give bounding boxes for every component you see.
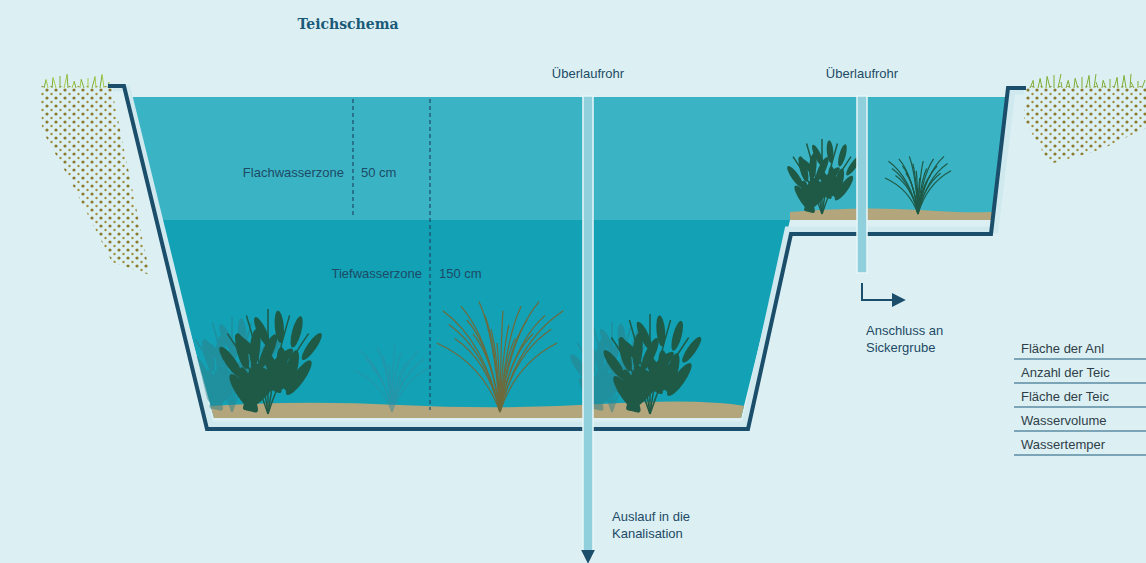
diagram-title: Teichschema — [0, 16, 696, 32]
diagram-label: Tiefwasserzone — [290, 265, 422, 282]
diagram-label: Auslauf in die Kanalisation — [612, 508, 714, 542]
outflow-arrow — [587, 556, 589, 561]
table-cell: Wasservolume — [1021, 412, 1143, 429]
liner — [113, 88, 1024, 425]
table-lines — [1014, 359, 1146, 455]
water-plants — [185, 139, 951, 416]
diagram-label: Überlaufrohr — [807, 65, 917, 82]
table-cell: Fläche der Teic — [1021, 388, 1143, 405]
pond-outline — [108, 86, 1026, 429]
overflow-pipe — [857, 96, 867, 273]
soil — [1024, 86, 1146, 164]
diagram-label: 50 cm — [361, 164, 421, 181]
overflow-pipe — [583, 96, 593, 556]
diagram-label: 150 cm — [439, 265, 499, 282]
outflow-arrow — [862, 283, 903, 300]
water — [100, 90, 1050, 430]
table-cell: Wassertemper — [1021, 436, 1143, 453]
table-cell: Anzahl der Teic — [1021, 364, 1143, 381]
depth-line — [352, 99, 353, 218]
diagram-label: Anschluss an Sickergrube — [866, 322, 958, 356]
table-cell: Fläche der Anl — [1021, 340, 1143, 357]
depth-line — [429, 99, 430, 410]
diagram-label: Überlaufrohr — [533, 65, 643, 82]
diagram-label: Flachwasserzone — [212, 164, 344, 181]
